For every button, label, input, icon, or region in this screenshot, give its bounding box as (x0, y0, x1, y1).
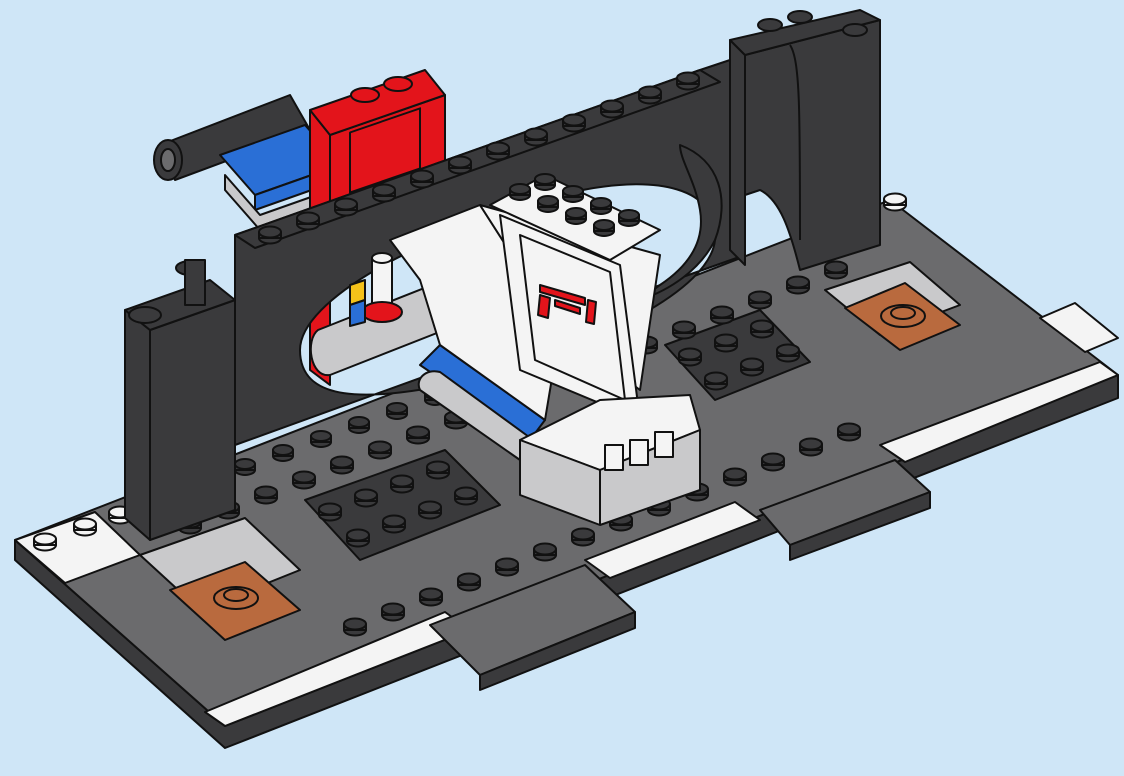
stud (33, 532, 57, 552)
stud (593, 219, 615, 237)
stud (776, 343, 800, 363)
stud (390, 474, 414, 494)
stud (590, 197, 612, 215)
stud (678, 347, 702, 367)
stud (534, 173, 556, 191)
stud (334, 197, 358, 217)
stud (786, 275, 810, 295)
stud (509, 183, 531, 201)
stud (381, 602, 405, 622)
stud (330, 455, 354, 475)
stud (486, 141, 510, 161)
stud (406, 425, 430, 445)
right-end-white-tile (1039, 302, 1119, 353)
stud (372, 183, 396, 203)
stud (318, 502, 342, 522)
arch-wall (124, 9, 881, 541)
stud (343, 617, 367, 637)
red-base-ring (361, 301, 403, 323)
stud (562, 113, 586, 133)
stud (386, 402, 408, 420)
stud (740, 357, 764, 377)
light-post (371, 257, 393, 304)
stud (426, 460, 450, 480)
front-ramp-left-side (479, 611, 636, 691)
stud (761, 452, 785, 472)
stud (258, 225, 282, 245)
front-white-strip-mid (584, 501, 761, 579)
stud (799, 437, 823, 457)
stud (710, 305, 734, 325)
front-white-strip-right (879, 361, 1119, 463)
stud (272, 444, 294, 462)
stud (750, 319, 774, 339)
stud (73, 517, 97, 537)
stud (296, 211, 320, 231)
stud (354, 488, 378, 508)
stud (672, 320, 696, 340)
stud (748, 290, 772, 310)
stud (419, 587, 443, 607)
center-vehicle: F1 (309, 173, 701, 526)
stud (310, 430, 332, 448)
rear-assembly (153, 69, 446, 386)
stud (454, 486, 478, 506)
stud (368, 440, 392, 460)
stud-grid-left (318, 460, 478, 548)
stud (565, 207, 587, 225)
stud (292, 470, 316, 490)
stud (495, 557, 519, 577)
left-pillar-front (124, 309, 151, 541)
stud (418, 500, 442, 520)
stud (723, 467, 747, 487)
clip-pieces (604, 431, 674, 471)
stud (533, 542, 557, 562)
left-pillar-face (149, 299, 236, 541)
stud (600, 99, 624, 119)
stud (234, 458, 256, 476)
stud (837, 422, 861, 442)
stud (676, 71, 700, 91)
stud-row-arch-top (258, 71, 700, 245)
stud (714, 333, 738, 353)
stud (537, 195, 559, 213)
right-pillar-front (729, 39, 746, 266)
front-ramp-right-side (789, 491, 931, 561)
stud (704, 371, 728, 391)
stud (824, 260, 848, 280)
turntable-right (844, 282, 961, 351)
stud (883, 192, 907, 212)
stud-grid-center-top (509, 173, 640, 237)
stud (524, 127, 548, 147)
stud (254, 485, 278, 505)
stud (571, 527, 595, 547)
stud (346, 528, 370, 548)
f1-logo: F1 (537, 284, 597, 325)
stud-grid-right (678, 319, 800, 391)
stud (382, 514, 406, 534)
stud (448, 155, 472, 175)
turntable-left (169, 561, 301, 641)
stud (618, 209, 640, 227)
right-pillar-face (744, 19, 881, 271)
stud (457, 572, 481, 592)
stud (348, 416, 370, 434)
stud (638, 85, 662, 105)
stud (410, 169, 434, 189)
stud (562, 185, 584, 203)
